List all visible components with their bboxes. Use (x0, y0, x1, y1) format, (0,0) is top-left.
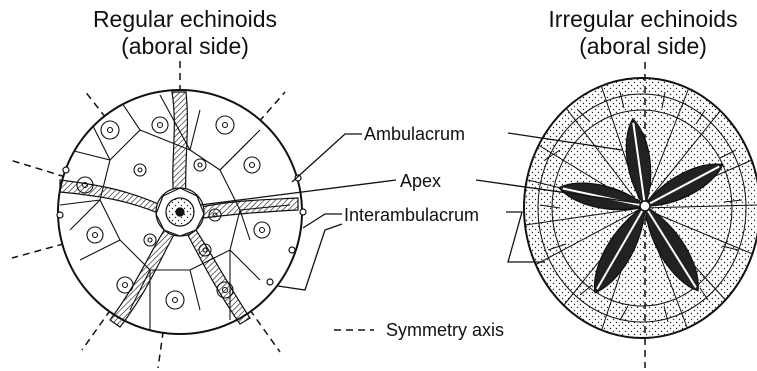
label-interambulacrum: Interambulacrum (344, 205, 479, 225)
irregular-apex (640, 201, 650, 211)
label-apex: Apex (400, 171, 441, 191)
irregular-echinoid-test (524, 62, 757, 368)
label-symmetry-axis: Symmetry axis (386, 320, 504, 340)
regular-echinoid-test (10, 58, 306, 368)
regular-apex (156, 188, 204, 236)
leader-ambulacrum-left (292, 134, 362, 182)
label-ambulacrum: Ambulacrum (364, 124, 465, 144)
